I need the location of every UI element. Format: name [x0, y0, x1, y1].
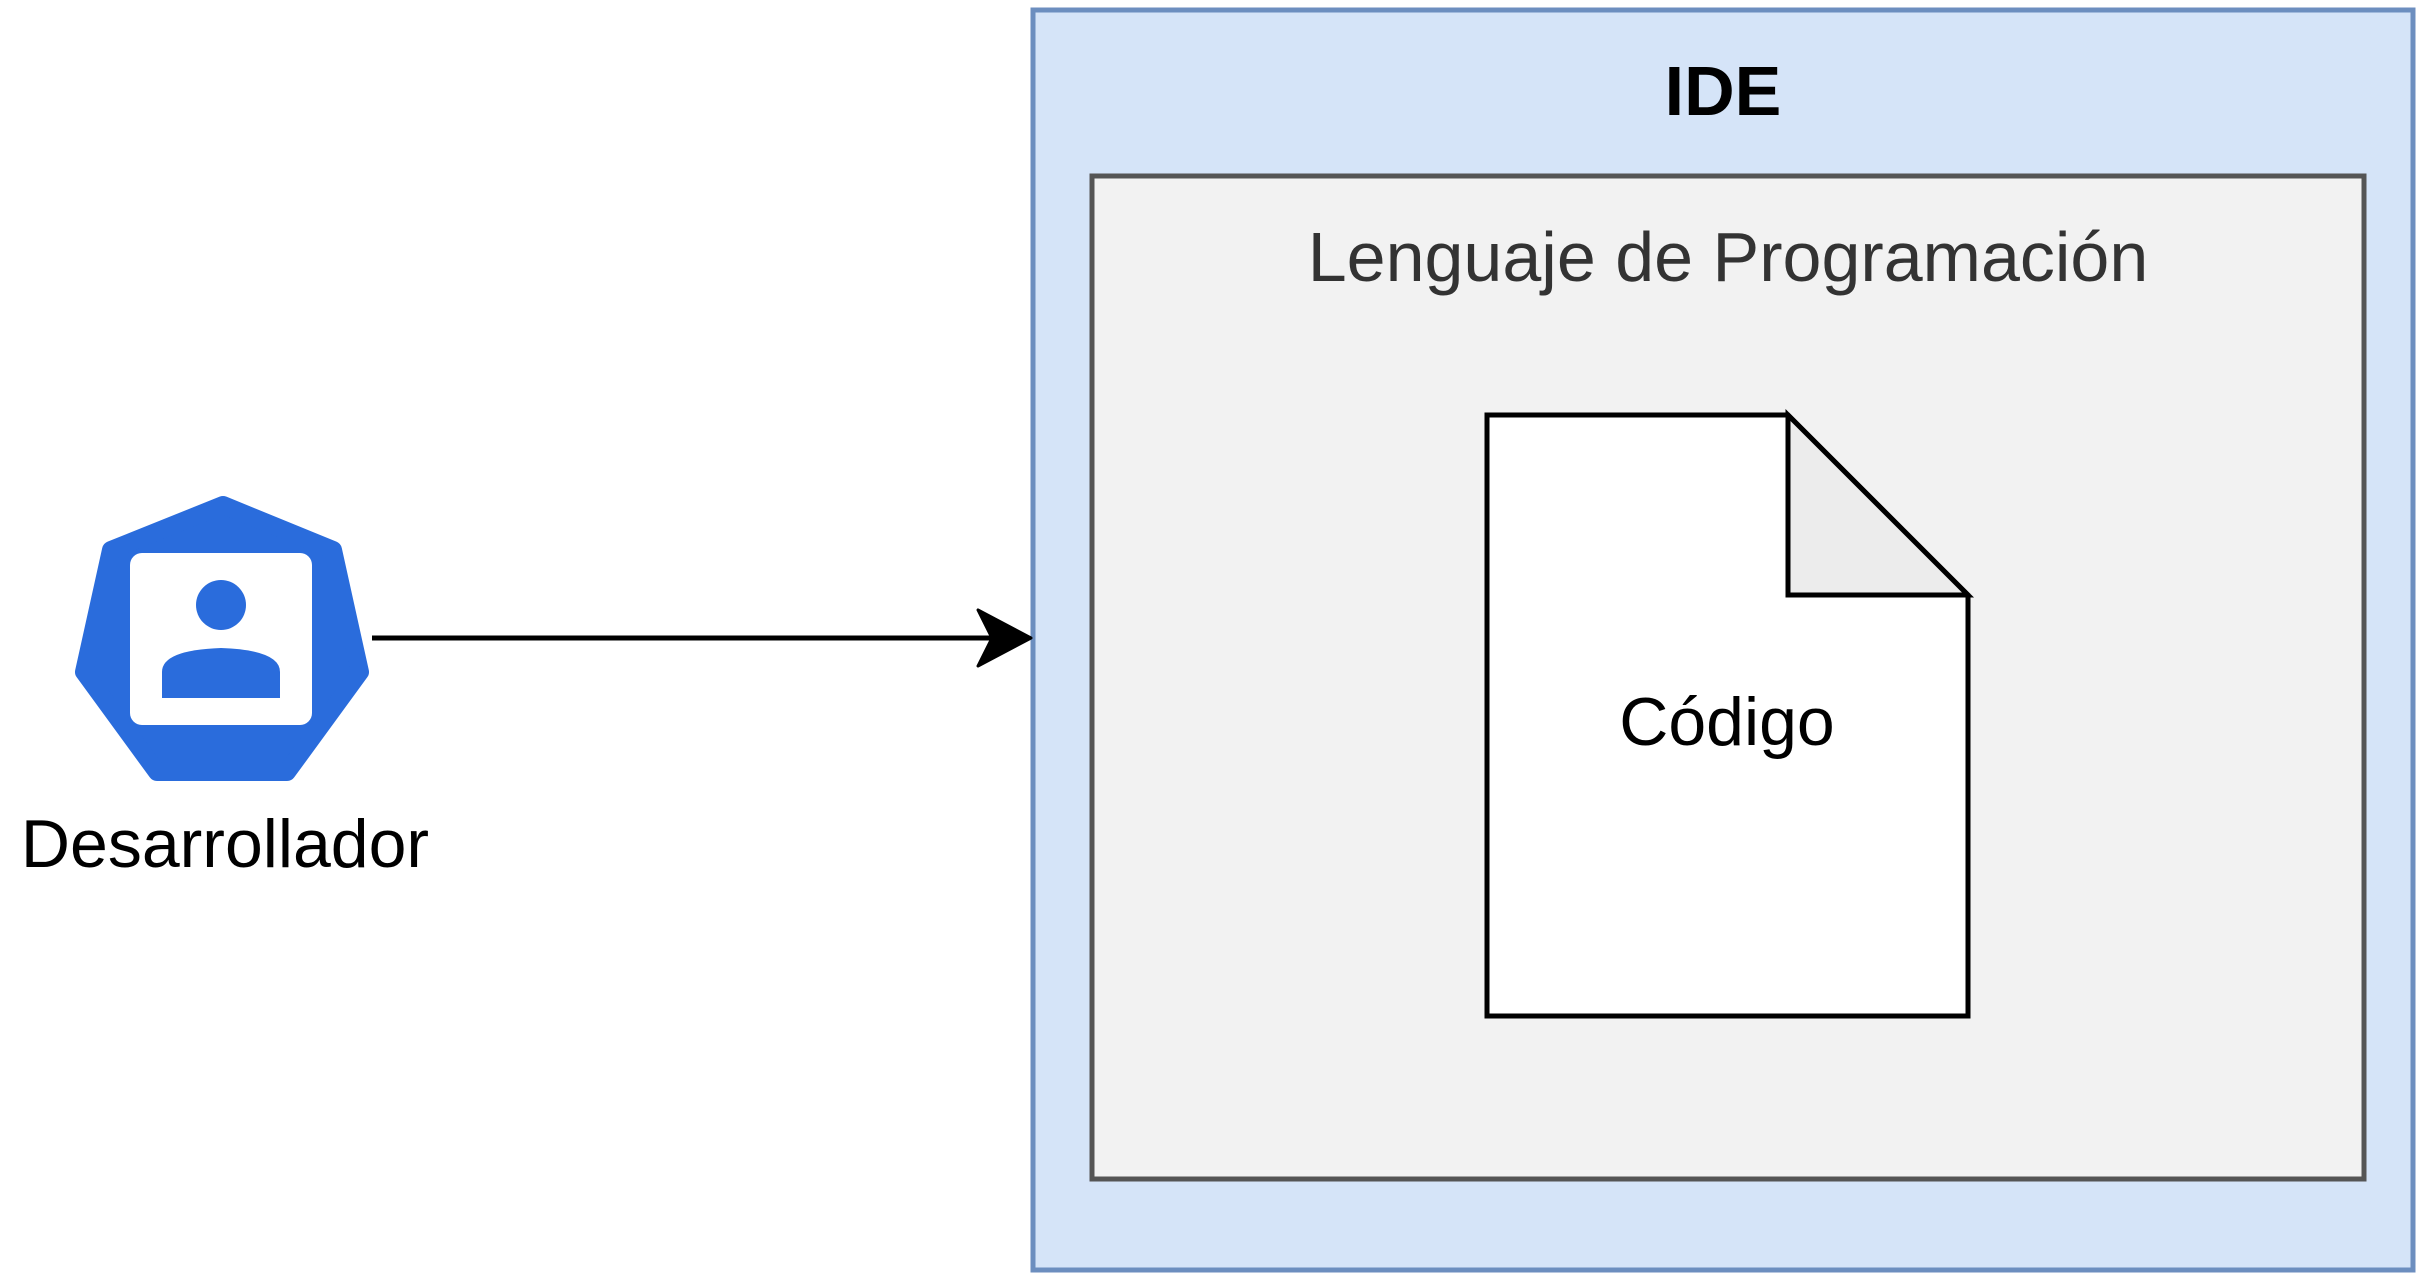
arrow-head-icon — [976, 608, 1033, 668]
code-document[interactable] — [1484, 408, 1975, 1019]
developer-to-ide-arrow[interactable] — [372, 608, 1033, 668]
document-fold-corner — [1785, 408, 1975, 598]
user-badge-icon[interactable] — [75, 496, 369, 781]
badge-card — [130, 553, 312, 725]
code-label: Código — [1619, 684, 1835, 760]
person-body-icon — [162, 648, 280, 698]
ide-title: IDE — [1664, 52, 1782, 130]
person-head-icon — [196, 580, 246, 630]
language-title: Lenguaje de Programación — [1307, 218, 2149, 296]
developer-label: Desarrollador — [20, 806, 430, 882]
